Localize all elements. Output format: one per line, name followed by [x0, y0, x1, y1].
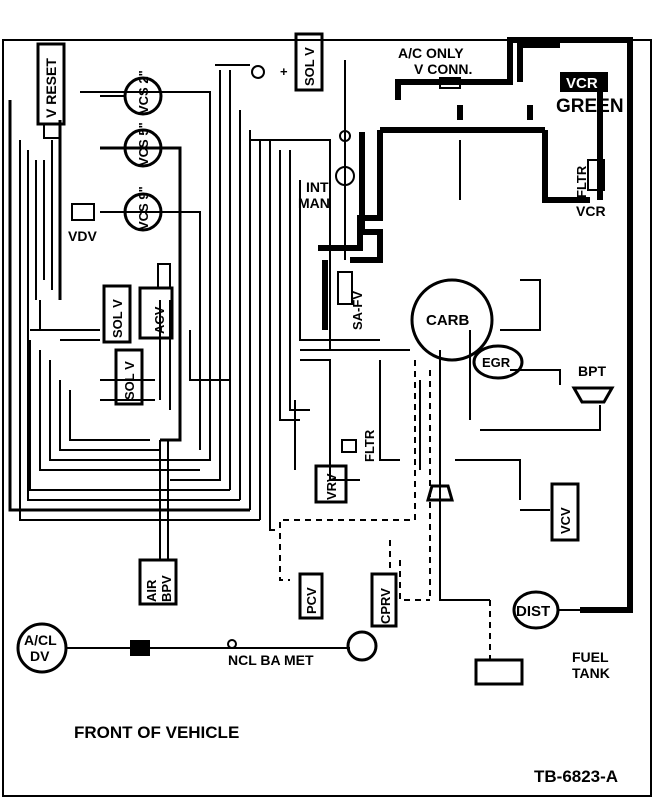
sol-v-mid-label: SOL V: [110, 299, 125, 338]
int-label: INT: [306, 179, 329, 195]
v-conn-label: V CONN.: [414, 61, 472, 77]
vcv-component: VCV: [550, 482, 580, 542]
sa-fv-label: SA-FV: [350, 291, 365, 330]
vcr-right-label: VCR: [576, 203, 606, 219]
fltr-right: FLTR VCR: [574, 159, 606, 219]
air-label: AIR: [144, 579, 159, 602]
fuel-tank-connector: FUEL TANK: [474, 649, 610, 686]
bpt-component: BPT: [571, 363, 615, 404]
dashed-hoses: [279, 360, 491, 660]
bpv-label: BPV: [159, 575, 174, 602]
sol-v-top: SOL V +: [251, 32, 324, 92]
bpt-label: BPT: [578, 363, 606, 379]
v-reset-component: V RESET: [36, 42, 66, 139]
air-bpv-component: AIR BPV: [138, 558, 178, 606]
center-hose-lines: [294, 60, 601, 601]
fltr-center: FLTR: [341, 429, 377, 462]
vcs-9-valve: VCS 9": [123, 186, 163, 232]
dist-component: DIST: [512, 590, 580, 630]
fltr-right-label: FLTR: [574, 165, 589, 198]
sa-fv-component: SA-FV: [337, 271, 365, 330]
vcv-label: VCV: [558, 507, 573, 534]
sol-v-low: SOL V: [114, 348, 144, 406]
pcv-component: PCV: [298, 572, 324, 620]
vrv-component: VRV: [314, 464, 348, 504]
vdv-component: VDV: [68, 203, 97, 244]
vcs-2-valve: VCS 2": [100, 70, 163, 116]
pcv-label: PCV: [304, 587, 319, 614]
vrv-label: VRV: [324, 473, 339, 500]
svg-text:+: +: [280, 64, 288, 79]
acv-label: ACV: [152, 306, 167, 334]
ac-only-connector: A/C ONLY V CONN.: [398, 45, 472, 89]
vcs-9-label: VCS 9": [136, 186, 151, 230]
tank-label: TANK: [572, 665, 610, 681]
vdv-label: VDV: [68, 228, 97, 244]
egr-valve: EGR: [472, 344, 524, 380]
vcr-top-component: VCR GREEN: [556, 72, 624, 117]
vcs-5-valve: VCS 5": [123, 122, 163, 168]
v-reset-label: V RESET: [43, 58, 59, 118]
fltr-center-label: FLTR: [362, 429, 377, 462]
front-of-vehicle-label: FRONT OF VEHICLE: [74, 723, 239, 742]
a-cl-label: A/CL: [24, 632, 57, 648]
ncl-ba-met-label: NCL BA MET: [228, 652, 314, 668]
reference-code: TB-6823-A: [534, 767, 618, 786]
green-label: GREEN: [556, 96, 624, 117]
vcr-top-label: VCR: [566, 75, 598, 92]
sol-v-low-label: SOL V: [122, 361, 137, 400]
sol-v-top-label: SOL V: [302, 47, 317, 86]
cprv-component: CPRV: [370, 572, 398, 628]
diagram-frame: [2, 39, 652, 797]
main-vacuum-lines: [318, 37, 633, 613]
check-valve: [426, 484, 454, 502]
a-cl-dv-component: A/CL DV NCL BA MET: [16, 622, 378, 674]
dv-label: DV: [30, 648, 50, 664]
int-man-port: INT MAN: [298, 130, 355, 211]
man-label: MAN: [298, 195, 330, 211]
carb-label: CARB: [426, 312, 469, 329]
acv-component: ACV: [138, 263, 174, 340]
vcs-2-label: VCS 2": [136, 70, 151, 114]
vcs-5-label: VCS 5": [136, 122, 151, 166]
fuel-label: FUEL: [572, 649, 609, 665]
egr-label: EGR: [482, 355, 511, 370]
ac-only-label: A/C ONLY: [398, 45, 464, 61]
dist-label: DIST: [516, 603, 550, 620]
carb-component: CARB: [410, 278, 494, 362]
cprv-label: CPRV: [378, 588, 393, 624]
left-hose-bundle: [8, 64, 380, 560]
sol-v-mid: SOL V: [102, 284, 132, 344]
